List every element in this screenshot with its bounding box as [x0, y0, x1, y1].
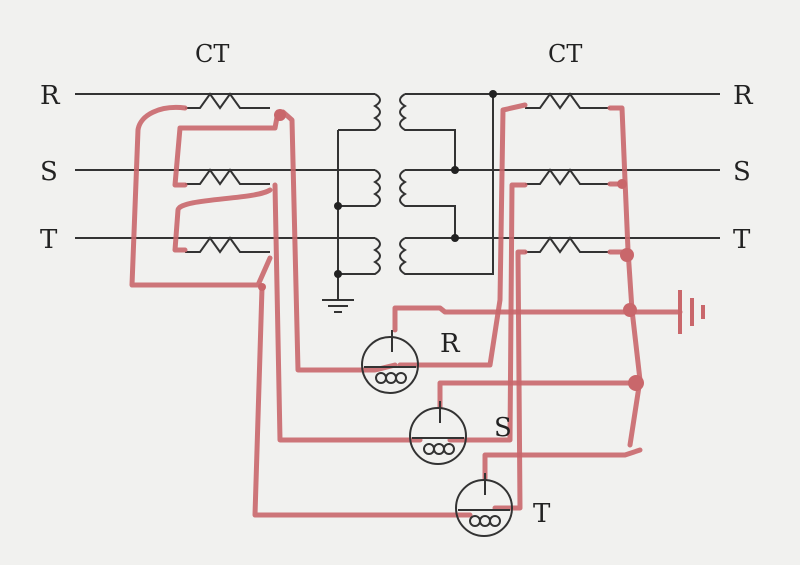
- relay-t: [455, 473, 513, 537]
- right-ground-icon: [678, 290, 705, 334]
- left-label-r: R: [40, 81, 61, 111]
- left-label-s: S: [40, 157, 58, 187]
- ground-icon: [322, 299, 354, 313]
- left-label-t: T: [40, 225, 58, 255]
- relay-s: [409, 401, 467, 465]
- relay-r: [361, 330, 419, 394]
- right-label-s: S: [733, 157, 751, 187]
- left-ct-symbols: [185, 92, 270, 254]
- transformer-windings: [334, 90, 497, 300]
- right-ct-symbols: [525, 92, 610, 254]
- relay-label-t: T: [533, 499, 551, 529]
- ct-label-left: CT: [195, 40, 229, 68]
- right-label-t: T: [733, 225, 751, 255]
- right-label-r: R: [733, 81, 754, 111]
- relay-label-s: S: [494, 413, 512, 443]
- red-wiring: [129, 102, 683, 518]
- relay-label-r: R: [440, 329, 461, 359]
- ct-label-right: CT: [548, 40, 582, 68]
